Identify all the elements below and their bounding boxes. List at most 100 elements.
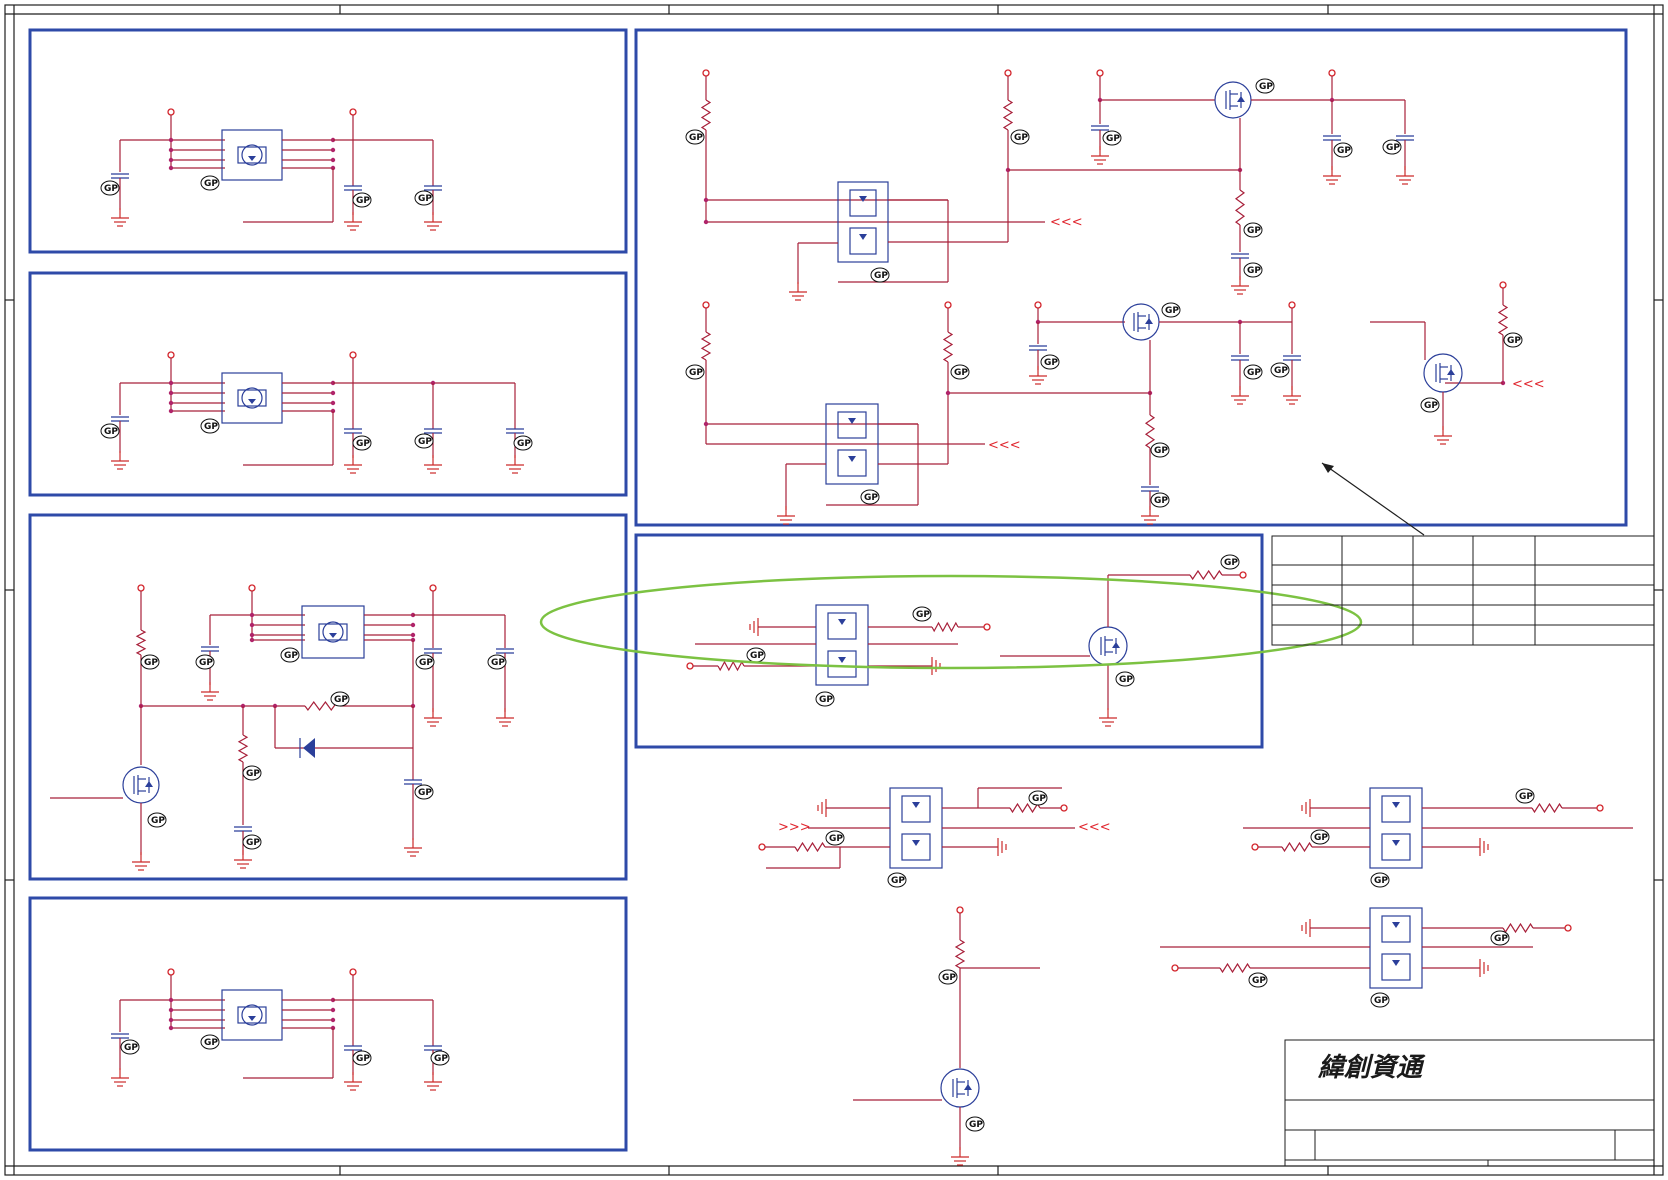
svg-text:GP: GP — [1119, 675, 1133, 685]
svg-text:GP: GP — [104, 427, 118, 437]
power-pin — [349, 351, 357, 359]
ground-symbol — [1479, 959, 1489, 977]
power-pin — [349, 968, 357, 976]
zener-diode — [303, 738, 315, 758]
junction-dot — [168, 1025, 174, 1031]
ground-symbol — [1434, 426, 1452, 445]
ground-symbol — [951, 1147, 969, 1166]
resistor — [700, 99, 712, 131]
ground-symbol — [777, 506, 795, 525]
svg-text:GP: GP — [418, 437, 432, 447]
junction-dot — [330, 1007, 336, 1013]
svg-text:GP: GP — [1424, 401, 1438, 411]
ref-tag: GP — [1243, 262, 1263, 278]
ref-tag: GP — [120, 1039, 140, 1055]
mosfet-package — [815, 604, 869, 686]
svg-text:GP: GP — [204, 1038, 218, 1048]
panel-block-4 — [28, 896, 628, 1152]
ref-tag: GP — [280, 647, 300, 663]
svg-text:GP: GP — [1274, 366, 1288, 376]
mosfet-package — [301, 605, 365, 659]
svg-text:GP: GP — [356, 439, 370, 449]
port-arrow-4: <<< — [1078, 820, 1111, 835]
ref-tag: GP — [100, 423, 120, 439]
resistor — [1497, 304, 1509, 336]
power-pin — [956, 906, 964, 914]
svg-text:GP: GP — [356, 196, 370, 206]
ref-tag: GP — [195, 654, 215, 670]
company-name: 緯創資通 — [1317, 1053, 1426, 1083]
junction-dot — [168, 390, 174, 396]
ground-symbol — [1323, 166, 1341, 185]
ground-symbol — [817, 799, 827, 817]
ref-tag: GP — [414, 784, 434, 800]
junction-dot — [168, 380, 174, 386]
ref-tag: GP — [1040, 354, 1060, 370]
mosfet-transistor — [1423, 353, 1463, 393]
ground-symbol — [201, 682, 219, 701]
ref-tag: GP — [685, 129, 705, 145]
mosfet-package — [221, 129, 283, 181]
mosfet-transistor — [1122, 303, 1160, 341]
power-pin — [1060, 804, 1068, 812]
resistor — [135, 629, 147, 656]
junction-dot — [168, 408, 174, 414]
mosfet-package — [825, 403, 879, 485]
panel-block-3 — [28, 513, 628, 881]
capacitor — [424, 185, 442, 191]
capacitor — [111, 173, 129, 179]
junction-dot — [168, 1017, 174, 1023]
ref-tag: GP — [242, 765, 262, 781]
ref-tag: GP — [1503, 332, 1523, 348]
svg-text:GP: GP — [419, 658, 433, 668]
svg-text:GP: GP — [517, 439, 531, 449]
resistor — [1189, 569, 1223, 581]
capacitor — [424, 648, 442, 654]
ref-tag: GP — [242, 834, 262, 850]
ref-tag: GP — [1243, 222, 1263, 238]
power-pin — [758, 843, 766, 851]
ground-symbol — [132, 852, 150, 871]
junction-dot — [168, 400, 174, 406]
resistor — [794, 841, 826, 853]
ref-tag: GP — [513, 435, 533, 451]
svg-text:GP: GP — [1014, 133, 1028, 143]
junction-dot — [168, 147, 174, 153]
ground-symbol — [424, 708, 442, 727]
power-pin — [1499, 281, 1507, 289]
svg-text:GP: GP — [356, 1054, 370, 1064]
svg-text:GP: GP — [284, 651, 298, 661]
svg-text:GP: GP — [1519, 792, 1533, 802]
capacitor — [344, 428, 362, 434]
ground-symbol — [344, 212, 362, 231]
svg-text:GP: GP — [1374, 876, 1388, 886]
port-arrow-3: <<< — [1512, 377, 1545, 392]
ground-symbol — [1231, 276, 1249, 295]
revision-table — [1271, 535, 1655, 646]
capacitor — [344, 1045, 362, 1051]
capacitor — [111, 416, 129, 422]
circuit-layer: GP GP GP GP GP GP GP GP GP GP GP GP GP GP GP GP GP GP GP GP… — [50, 69, 1633, 1166]
svg-text:GP: GP — [246, 769, 260, 779]
ref-tag: GP — [100, 180, 120, 196]
ground-symbol — [1099, 708, 1117, 727]
power-pin — [1564, 924, 1572, 932]
svg-text:GP: GP — [864, 493, 878, 503]
power-pin — [137, 584, 145, 592]
ref-tag: GP — [352, 1050, 372, 1066]
panel-block-1 — [28, 28, 628, 254]
resistor — [1219, 962, 1251, 974]
power-pin — [1004, 69, 1012, 77]
ground-symbol — [111, 208, 129, 227]
svg-text:GP: GP — [1044, 358, 1058, 368]
ref-tag: GP — [1382, 139, 1402, 155]
panel-block-2 — [28, 271, 628, 497]
ref-tag: GP — [1150, 492, 1170, 508]
ref-tag: GP — [1150, 442, 1170, 458]
power-pin — [349, 108, 357, 116]
port-arrow-5: >>> — [778, 820, 811, 835]
ref-tag: GP — [330, 691, 350, 707]
power-pin — [702, 69, 710, 77]
svg-text:GP: GP — [199, 658, 213, 668]
ref-tag: GP — [352, 192, 372, 208]
